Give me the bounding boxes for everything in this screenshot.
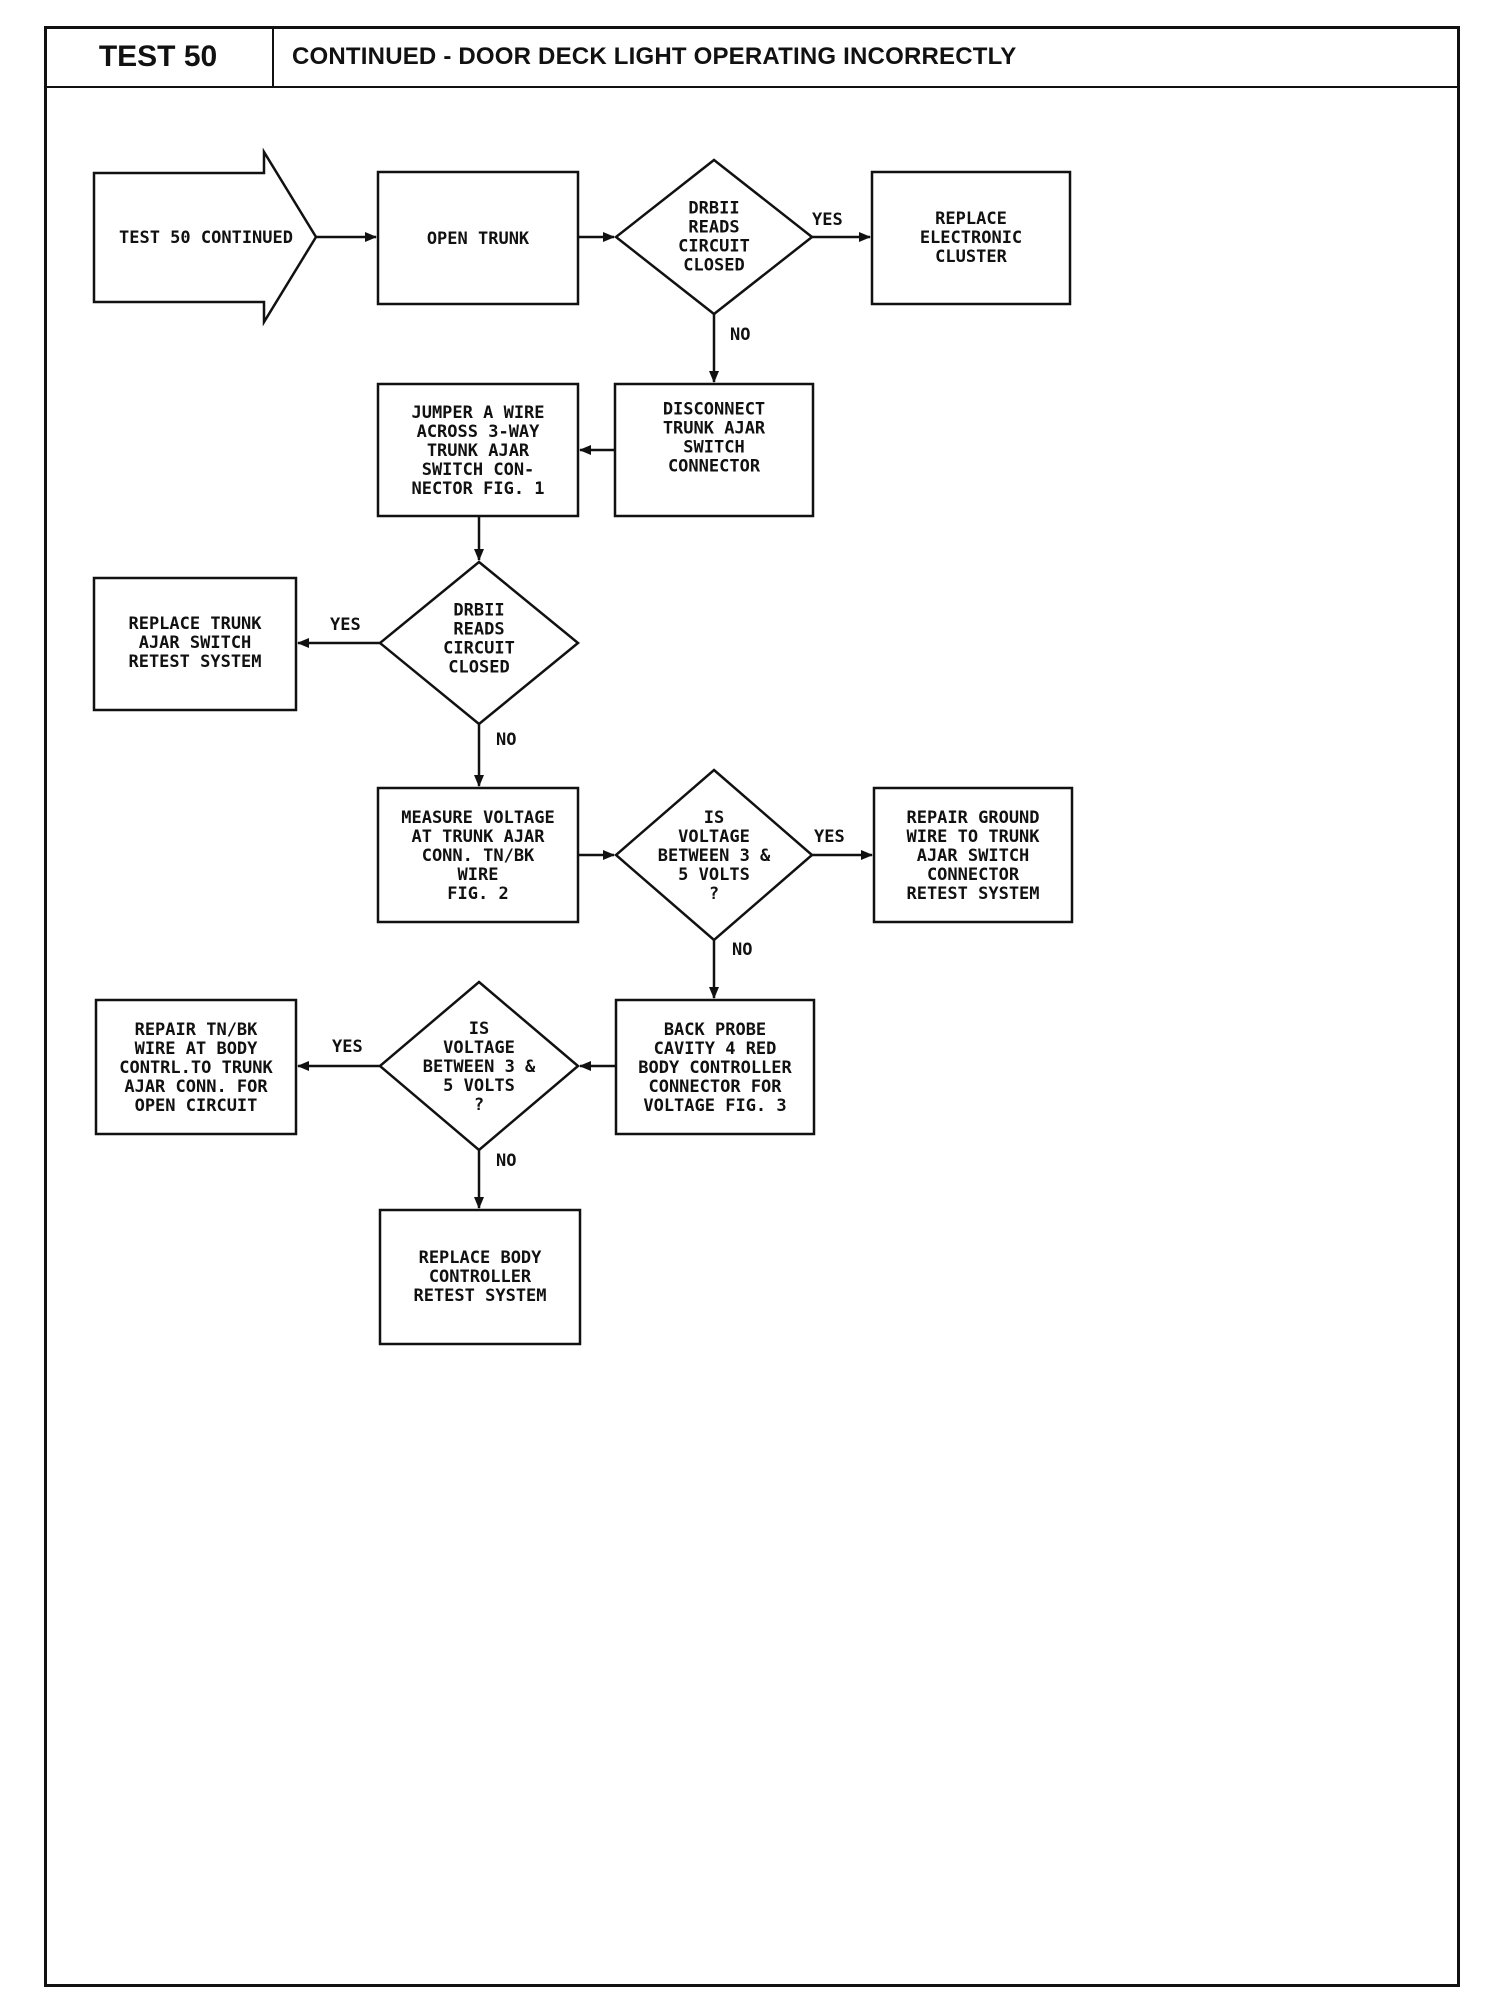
node-text-line: CONN. TN/BK	[422, 846, 535, 866]
d1-no-label: NO	[730, 325, 750, 345]
node-text-line: REPAIR GROUND	[906, 808, 1039, 828]
measure-box	[376, 786, 580, 924]
node-text-line: AJAR SWITCH	[917, 846, 1030, 866]
node-text-line: RETEST SYSTEM	[128, 652, 261, 672]
node-text-line: CIRCUIT	[443, 639, 515, 659]
node-text-line: RETEST SYSTEM	[413, 1286, 546, 1306]
jumper-box	[376, 382, 580, 518]
page-title: CONTINUED - DOOR DECK LIGHT OPERATING IN…	[292, 43, 1017, 70]
node-text-line: AJAR CONN. FOR	[124, 1077, 268, 1097]
node-text-line: CLOSED	[683, 256, 744, 276]
node-text-line: VOLTAGE	[443, 1038, 515, 1058]
d1-yes-label: YES	[812, 210, 843, 230]
node-text-line: NECTOR FIG. 1	[411, 479, 544, 499]
replace-body-box	[378, 1208, 582, 1346]
node-text-line: CONTRL.TO TRUNK	[119, 1058, 273, 1078]
node-text-line: 5 VOLTS	[443, 1076, 515, 1096]
node-text-line: RETEST SYSTEM	[906, 884, 1039, 904]
disconnect-box	[613, 382, 815, 518]
repair-ground-box	[872, 786, 1074, 924]
node-text-line: OPEN CIRCUIT	[135, 1096, 258, 1116]
node-text-line: CIRCUIT	[678, 237, 750, 257]
node-text-line: TRUNK AJAR	[663, 419, 766, 439]
node-text-line: JUMPER A WIRE	[411, 403, 544, 423]
node-text-line: REPLACE BODY	[419, 1248, 543, 1268]
node-text-line: FIG. 2	[447, 884, 508, 904]
node-text-line: SWITCH	[683, 438, 744, 458]
node-text-line: SWITCH CON-	[422, 460, 535, 480]
repair-tnbk-box	[94, 998, 298, 1136]
node-text-line: DRBII	[453, 601, 504, 621]
node-text-line: IS	[704, 808, 724, 828]
node-text-line: OPEN TRUNK	[427, 229, 530, 249]
open-trunk-box	[376, 170, 580, 306]
node-text-line: ELECTRONIC	[920, 228, 1022, 248]
node-text-line: VOLTAGE FIG. 3	[643, 1096, 786, 1116]
replace-switch-box	[92, 576, 298, 712]
back-probe-box	[614, 998, 816, 1136]
node-text-line: REPLACE	[935, 209, 1007, 229]
node-text-line: REPAIR TN/BK	[135, 1020, 259, 1040]
node-text-line: READS	[453, 620, 504, 640]
node-text-line: CAVITY 4 RED	[654, 1039, 777, 1059]
d2-no-label: NO	[496, 730, 516, 750]
node-text-line: IS	[469, 1019, 489, 1039]
node-text-line: TEST 50 CONTINUED	[119, 228, 293, 248]
d4-no-label: NO	[496, 1151, 516, 1171]
node-text-line: CONNECTOR	[927, 865, 1020, 885]
node-text-line: ?	[474, 1095, 484, 1115]
node-text-line: BODY CONTROLLER	[638, 1058, 792, 1078]
start-arrow-shape	[92, 147, 318, 327]
replace-cluster-box	[870, 170, 1072, 306]
node-text-line: BETWEEN 3 &	[423, 1057, 536, 1077]
header-divider	[44, 86, 1460, 88]
node-text-line: ACROSS 3-WAY	[417, 422, 541, 442]
node-text-line: VOLTAGE	[678, 827, 750, 847]
node-text-line: READS	[688, 218, 739, 238]
d3-no-label: NO	[732, 940, 752, 960]
d4-yes-label: YES	[332, 1037, 363, 1057]
node-text-line: CONTROLLER	[429, 1267, 532, 1287]
node-text-line: AJAR SWITCH	[139, 633, 252, 653]
test-number-label: TEST 50	[44, 26, 274, 88]
node-text-line: WIRE AT BODY	[135, 1039, 259, 1059]
page-frame	[44, 26, 1460, 1987]
node-text-line: BETWEEN 3 &	[658, 846, 771, 866]
start-text: TEST 50 CONTINUED	[119, 228, 293, 248]
node-text-line: BACK PROBE	[664, 1020, 766, 1040]
node-text-line: CLUSTER	[935, 247, 1007, 267]
node-text-line: DISCONNECT	[663, 400, 765, 420]
node-text-line: MEASURE VOLTAGE	[401, 808, 555, 828]
node-text-line: TRUNK AJAR	[427, 441, 530, 461]
node-text-line: CONNECTOR	[668, 457, 761, 477]
node-text-line: WIRE	[458, 865, 499, 885]
d3-yes-label: YES	[814, 827, 845, 847]
node-text-line: REPLACE TRUNK	[128, 614, 262, 634]
node-text-line: 5 VOLTS	[678, 865, 750, 885]
node-text-line: ?	[709, 884, 719, 904]
node-text-line: AT TRUNK AJAR	[411, 827, 545, 847]
node-text-line: CONNECTOR FOR	[648, 1077, 782, 1097]
node-text-line: WIRE TO TRUNK	[906, 827, 1040, 847]
d2-yes-label: YES	[330, 615, 361, 635]
open-trunk-text: OPEN TRUNK	[427, 229, 530, 249]
node-text-line: CLOSED	[448, 658, 509, 678]
node-text-line: DRBII	[688, 199, 739, 219]
